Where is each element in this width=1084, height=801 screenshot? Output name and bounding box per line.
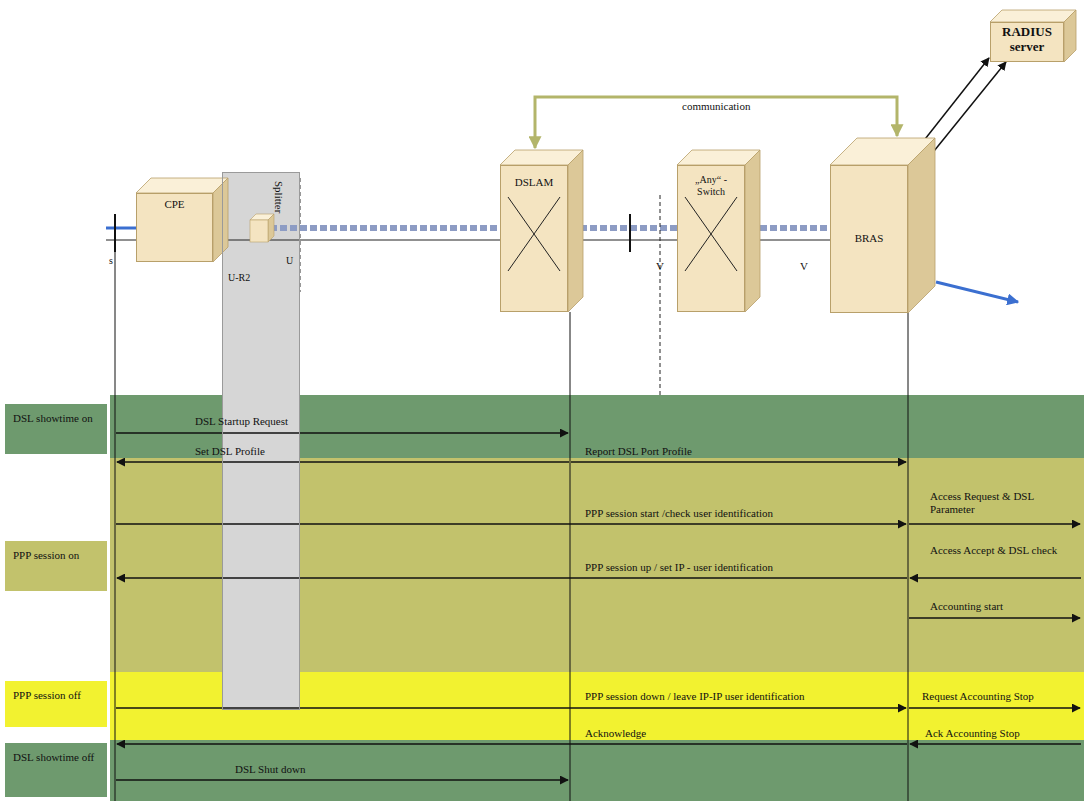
message-label: Set DSL Profile: [195, 445, 265, 458]
message-label: Acknowledge: [585, 727, 646, 740]
splitter-panel-fill: [222, 172, 300, 710]
splitter-panel: Splitter: [222, 172, 300, 710]
switch-cross: [685, 197, 737, 271]
message-arrow: [117, 743, 907, 745]
switch-cross: [508, 197, 560, 271]
switch-cross: [508, 197, 560, 271]
link-label: communication: [679, 100, 753, 113]
box-3d-faces: [830, 138, 937, 315]
message-arrow: [117, 577, 907, 579]
message-label: DSL Startup Request: [195, 415, 288, 428]
device-label: BRAS: [831, 166, 907, 245]
link-arrow: [535, 97, 897, 148]
interface-label: V: [656, 260, 664, 273]
box-3d-faces: [136, 178, 230, 264]
message-arrow: [116, 523, 906, 525]
message-label: PPP session start /check user identifica…: [585, 507, 773, 520]
splitter-label: Splitter: [272, 181, 285, 213]
device-label: „Any“ - Switch: [678, 166, 744, 197]
bras-box: BRAS: [830, 165, 908, 313]
box-side-face: [568, 150, 583, 312]
splitter-box-side: [268, 214, 274, 242]
device-label: CPE: [137, 194, 212, 211]
message-label: Report DSL Port Profile: [585, 445, 692, 458]
message-label: Accounting start: [930, 600, 1003, 613]
message-label: PPP session up / set IP - user identific…: [585, 561, 773, 574]
cpe-box: CPE: [136, 193, 213, 262]
link-arrow: [918, 58, 989, 148]
phase-label-text: DSL showtime on: [5, 404, 107, 425]
interface-dash: [660, 195, 661, 395]
box-side-face: [1064, 10, 1076, 62]
phase-label-text: PPP session on: [5, 541, 107, 562]
lifeline: [570, 312, 571, 801]
interface-tick: [629, 214, 631, 252]
message-label: DSL Shut down: [235, 763, 306, 776]
uplink-arrow: [936, 282, 1018, 302]
box-3d-faces: [500, 150, 585, 314]
interface-label: U-R2: [228, 272, 250, 284]
phase-label-text: DSL showtime off: [5, 743, 107, 764]
message-arrow: [116, 432, 568, 434]
message-arrow: [910, 743, 1081, 745]
switch-box: „Any“ - Switch: [677, 165, 745, 312]
link-arrow: [930, 62, 1006, 156]
phase-label-text: PPP session off: [5, 681, 107, 702]
message-arrow: [909, 617, 1080, 619]
box-side-face: [213, 178, 228, 262]
message-arrow: [116, 707, 906, 709]
dslam-box: DSLAM: [500, 165, 568, 312]
phase-label: DSL showtime off: [4, 742, 108, 798]
box-side-face: [908, 138, 935, 313]
interface-tick: [114, 214, 116, 252]
device-label: RADIUS server: [991, 23, 1063, 55]
lifeline: [115, 252, 116, 801]
message-label: PPP session down / leave IP-IP user iden…: [585, 690, 804, 703]
interface-label: V: [800, 260, 808, 273]
phase-label: PPP session on: [4, 540, 108, 592]
phase-label: PPP session off: [4, 680, 108, 728]
box-top-face: [990, 10, 1076, 22]
phase-band: [110, 740, 1084, 801]
interface-label: s: [109, 255, 113, 267]
switch-cross: [685, 197, 737, 271]
message-label: Access Request & DSL Parameter: [930, 490, 1078, 516]
message-arrow: [909, 523, 1080, 525]
lifeline: [908, 313, 909, 801]
data-line: [106, 227, 136, 230]
device-label: DSLAM: [501, 166, 567, 189]
message-label: Request Accounting Stop: [922, 690, 1034, 703]
box-top-face: [136, 178, 228, 193]
message-arrow: [117, 461, 569, 463]
message-arrow: [116, 779, 568, 781]
box-side-face: [745, 150, 760, 312]
splitter-box: [250, 220, 268, 242]
message-arrow: [909, 707, 1080, 709]
message-label: Access Accept & DSL check: [930, 544, 1057, 557]
message-label: Ack Accounting Stop: [925, 727, 1020, 740]
radius-server-box: RADIUS server: [990, 22, 1064, 62]
message-arrow: [910, 577, 1081, 579]
interface-label: U: [286, 255, 293, 267]
phase-label: DSL showtime on: [4, 403, 108, 455]
message-arrow: [571, 461, 906, 463]
